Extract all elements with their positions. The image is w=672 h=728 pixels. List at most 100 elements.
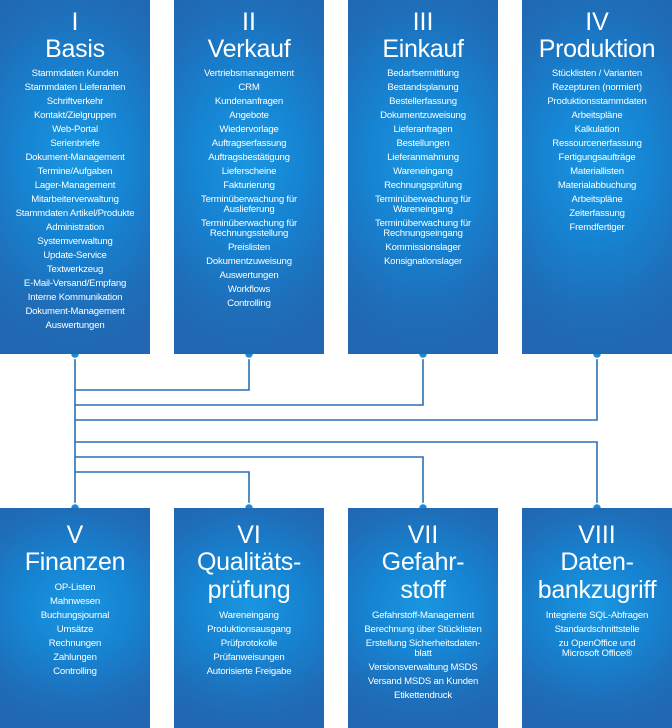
feature-item: Arbeitspläne [571, 194, 623, 205]
feature-item: Dokumentzuweisung [206, 256, 292, 267]
feature-item: OP-Listen [54, 582, 96, 593]
module-title: Qualitäts- prüfung [197, 548, 301, 604]
module-numeral: III [412, 8, 434, 36]
feature-item: Termine/Aufgaben [37, 166, 113, 177]
module-title: Finanzen [24, 548, 126, 576]
feature-item: Auswertungen [219, 270, 279, 281]
feature-item: Mahnwesen [50, 596, 100, 607]
feature-item: Fakturierung [223, 180, 275, 191]
feature-item: Bedarfsermittlung [387, 68, 459, 79]
feature-item: Preislisten [227, 242, 271, 253]
feature-item: Wareneingang [393, 166, 453, 177]
feature-item: Materiallisten [570, 166, 624, 177]
module-numeral: IV [585, 8, 609, 36]
feature-item: Lieferanfragen [393, 124, 453, 135]
feature-item: Controlling [227, 298, 271, 309]
feature-item: Versand MSDS an Kunden [367, 676, 479, 687]
feature-item: E-Mail-Versand/Empfang [23, 278, 127, 289]
module-title: Produktion [538, 35, 656, 63]
feature-item: Lieferscheine [221, 166, 277, 177]
module-title: Daten- bankzugriff [537, 548, 657, 604]
feature-item: CRM [238, 82, 260, 93]
feature-item: Textwerkzeug [46, 264, 104, 275]
feature-item: Serienbriefe [50, 138, 100, 149]
module-title: Einkauf [382, 35, 464, 63]
module-numeral: VI [237, 521, 261, 549]
feature-item: Fertigungsaufträge [558, 152, 636, 163]
feature-item: Prüfanweisungen [213, 652, 285, 663]
feature-item: Web-Portal [52, 124, 98, 135]
feature-item: Workflows [227, 284, 271, 295]
feature-item: Berechnung über Stücklisten [364, 624, 482, 635]
feature-item: Bestellerfassung [389, 96, 457, 107]
feature-item: Fremdfertiger [569, 222, 625, 233]
feature-item: Mitarbeiterverwaltung [31, 194, 119, 205]
feature-item: Rezepturen (normiert) [552, 82, 642, 93]
feature-item: Rechnungsprüfung [384, 180, 462, 191]
feature-item: Dokumentzuweisung [380, 110, 466, 121]
module-title: Gefahr- stoff [381, 548, 465, 604]
feature-item: Stammdaten Lieferanten [24, 82, 126, 93]
feature-item: Buchungsjournal [40, 610, 110, 621]
feature-item: Versionsverwaltung MSDS [368, 662, 478, 673]
module-gefahrstoff: VII Gefahr- stoff Gefahrstoff-Management… [348, 508, 498, 728]
feature-item: Kalkulation [574, 124, 620, 135]
feature-item: Stücklisten / Varianten [551, 68, 643, 79]
feature-item: Arbeitspläne [571, 110, 623, 121]
feature-item: Vertriebsmanagement [203, 68, 295, 79]
feature-item: Materialabbuchung [557, 180, 637, 191]
feature-item: Controlling [53, 666, 97, 677]
feature-item: Wareneingang [219, 610, 279, 621]
module-numeral: VIII [578, 521, 616, 549]
module-numeral: II [242, 8, 256, 36]
feature-item: Kundenanfragen [214, 96, 284, 107]
module-numeral: VII [407, 521, 439, 549]
link-basis-verkauf [75, 354, 250, 391]
module-datenbankzugriff: VIII Daten- bankzugriff Integrierte SQL-… [522, 508, 672, 728]
feature-item: Bestellungen [396, 138, 450, 149]
feature-item: Terminüberwachung für Wareneingang [374, 194, 472, 215]
feature-item: zu OpenOffice und Microsoft Office® [558, 638, 636, 659]
feature-item: Auftragsbestätigung [208, 152, 290, 163]
feature-item: Produktionsausgang [207, 624, 291, 635]
feature-item: Lager-Management [34, 180, 116, 191]
module-numeral: V [66, 521, 84, 549]
module-title: Basis [45, 35, 105, 63]
feature-item: Erstellung Sicherheitsdaten- blatt [365, 638, 481, 659]
feature-item: Systemverwaltung [37, 236, 113, 247]
feature-item: Schriftverkehr [46, 96, 104, 107]
feature-item: Stammdaten Kunden [31, 68, 119, 79]
link-basis-einkauf [75, 354, 424, 406]
link-basis-gefahrstoff [75, 456, 424, 508]
feature-item: Rechnungen [48, 638, 102, 649]
module-numeral: I [71, 8, 79, 36]
feature-item: Administration [46, 222, 104, 233]
feature-item: Zahlungen [53, 652, 97, 663]
feature-item: Ressourcenerfassung [552, 138, 642, 149]
feature-item: Umsätze [56, 624, 94, 635]
feature-item: Konsignationslager [383, 256, 462, 267]
feature-item: Wiedervorlage [219, 124, 279, 135]
feature-item: Auswertungen [45, 320, 105, 331]
feature-item: Interne Kommunikation [27, 292, 123, 303]
feature-item: Kommissionslager [385, 242, 461, 253]
feature-item: Prüfprotokolle [220, 638, 278, 649]
link-basis-produktion [75, 354, 598, 421]
feature-item: Stammdaten Artikel/Produkte [15, 208, 135, 219]
link-basis-qualitaetspruefung [75, 471, 250, 508]
feature-item: Standardschnittstelle [554, 624, 640, 635]
feature-item: Autorisierte Freigabe [206, 666, 292, 677]
